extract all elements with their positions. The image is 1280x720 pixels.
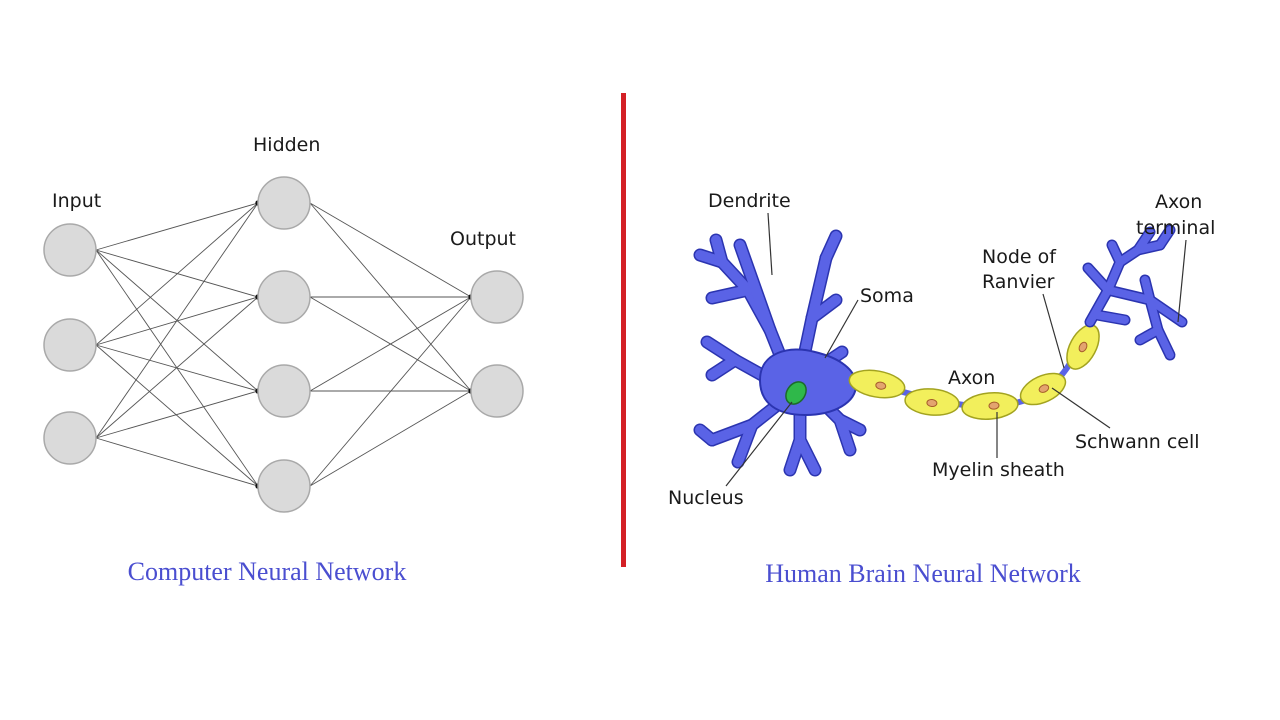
network-edge <box>95 390 259 439</box>
nucleus-label: Nucleus <box>668 487 744 509</box>
dendrite-label: Dendrite <box>708 190 791 212</box>
network-edge <box>309 296 472 392</box>
computer-neural-network-diagram: Input Hidden Output Computer Neural Netw… <box>43 134 524 586</box>
network-edge <box>95 344 259 487</box>
divider-line <box>621 93 626 567</box>
network-nodes <box>43 176 524 513</box>
axon-label: Axon <box>948 367 995 389</box>
nucleus <box>785 381 807 405</box>
output-node <box>470 364 524 418</box>
axon-terminal-label-line1: Axon <box>1155 191 1202 213</box>
label-leader-lines <box>725 212 1187 487</box>
axon-terminal <box>1082 224 1188 361</box>
network-edge <box>309 296 472 487</box>
schwann-cell-label: Schwann cell <box>1075 431 1200 453</box>
soma-label: Soma <box>860 285 914 307</box>
human-neuron-diagram: Dendrite Soma Nucleus Axon Node of Ranvi… <box>668 190 1215 588</box>
hidden-node <box>257 364 311 418</box>
node-of-ranvier-label-line1: Node of <box>982 246 1057 268</box>
network-edge <box>95 202 259 346</box>
schwann-cell-nucleus <box>926 398 938 408</box>
human-brain-neural-network-caption: Human Brain Neural Network <box>765 559 1081 588</box>
network-edge <box>309 202 472 298</box>
output-layer-label: Output <box>450 228 516 250</box>
input-node <box>43 223 97 277</box>
network-edge <box>95 202 259 439</box>
node-of-ranvier-label-line2: Ranvier <box>982 271 1055 293</box>
myelin-sheath-segments <box>848 324 1100 420</box>
axon-terminal-label-line2: terminal <box>1136 217 1215 239</box>
hidden-layer-label: Hidden <box>253 134 320 156</box>
network-edge <box>309 390 472 487</box>
hidden-node <box>257 270 311 324</box>
schwann-cell-nucleus <box>988 401 1000 410</box>
input-node <box>43 411 97 465</box>
myelin-sheath-label: Myelin sheath <box>932 459 1065 481</box>
schwann-cell-nucleus <box>1078 341 1088 353</box>
schwann-cell-nucleus <box>875 381 887 390</box>
computer-neural-network-caption: Computer Neural Network <box>128 557 407 586</box>
network-edge <box>95 202 259 251</box>
hidden-node <box>257 459 311 513</box>
network-edges <box>95 200 474 489</box>
network-edge <box>95 437 259 487</box>
network-edge <box>95 296 259 439</box>
input-node <box>43 318 97 372</box>
output-node <box>470 270 524 324</box>
hidden-node <box>257 176 311 230</box>
schwann-cell-nucleus <box>1038 384 1050 393</box>
input-layer-label: Input <box>52 190 101 212</box>
